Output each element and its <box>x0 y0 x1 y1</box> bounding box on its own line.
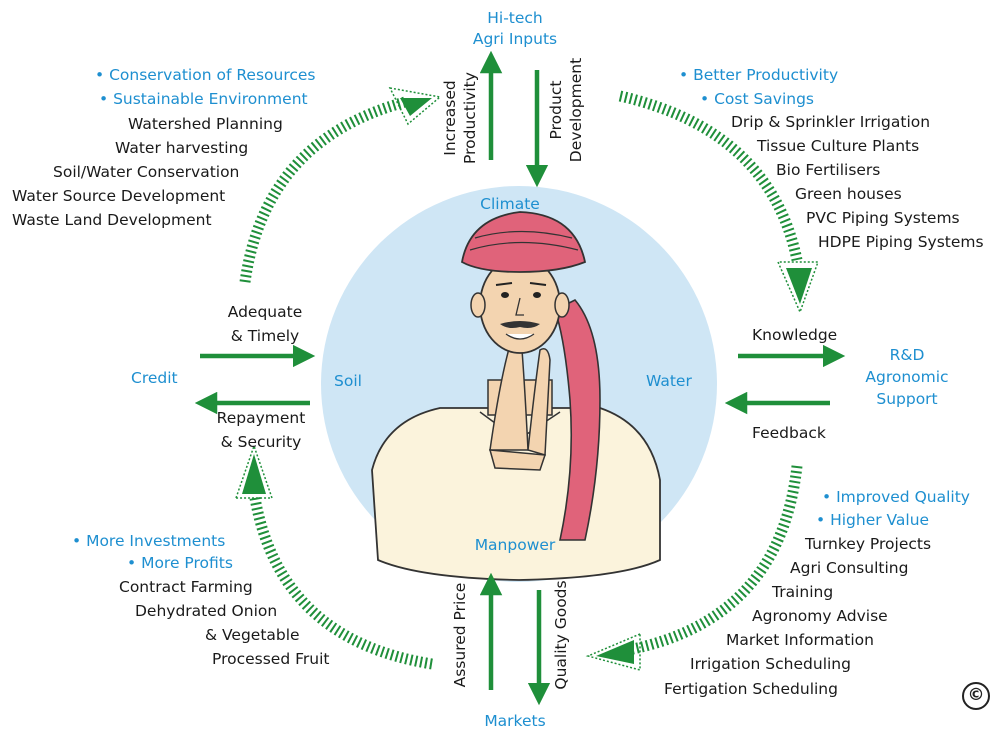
bottom-right-benefit: • Improved Quality <box>822 488 970 506</box>
assured-price-label: Assured Price <box>451 582 469 688</box>
top-right-item: HDPE Piping Systems <box>818 233 984 251</box>
top-right-benefit: • Cost Savings <box>700 90 815 108</box>
bottom-right-item: Training <box>772 583 834 601</box>
hi-tech-agri-inputs-node: Hi-tech Agri Inputs <box>430 6 600 51</box>
top-right-item: Bio Fertilisers <box>776 161 881 179</box>
label-line: Product <box>547 80 565 140</box>
top-left-benefit: • Sustainable Environment <box>99 90 308 108</box>
feedback-label: Feedback <box>752 424 826 442</box>
bottom-right-item: Turnkey Projects <box>805 535 932 553</box>
bottom-left-item: Dehydrated Onion <box>135 602 278 620</box>
curved-arrow-bottom-left <box>234 443 433 670</box>
label-line: Repayment <box>216 409 306 427</box>
bottom-right-item: Irrigation Scheduling <box>690 655 851 673</box>
label-line: Development <box>567 57 585 163</box>
increased-productivity-label: Increased Productivity <box>440 58 484 178</box>
top-left-benefit: • Conservation of Resources <box>95 66 316 84</box>
node-line: Support <box>876 390 938 408</box>
soil-label: Soil <box>334 372 362 390</box>
repayment-security-label: Repayment & Security <box>196 406 326 454</box>
label-line: Increased <box>441 80 459 156</box>
top-left-item: Water harvesting <box>115 139 249 157</box>
bottom-left-item: Contract Farming <box>119 578 253 596</box>
top-right-benefit: • Better Productivity <box>679 66 839 84</box>
adequate-timely-label: Adequate & Timely <box>200 300 330 348</box>
top-left-item: Waste Land Development <box>12 211 212 229</box>
bottom-right-benefit: • Higher Value <box>816 511 930 529</box>
manpower-label: Manpower <box>474 536 556 554</box>
curved-arrow-bottom-right <box>585 465 803 671</box>
curved-arrow-top-left <box>239 86 442 283</box>
node-line: Agri Inputs <box>472 30 558 48</box>
farmer-illustration <box>371 211 661 581</box>
bottom-right-item: Agronomy Advise <box>752 607 888 625</box>
label-line: & Timely <box>230 327 300 345</box>
top-left-item: Watershed Planning <box>128 115 283 133</box>
label-line: Productivity <box>461 72 479 164</box>
node-line: Hi-tech <box>487 9 543 27</box>
bottom-left-item: & Vegetable <box>205 626 300 644</box>
bottom-right-item: Market Information <box>726 631 874 649</box>
rd-agronomic-support-node: R&D Agronomic Support <box>842 344 972 410</box>
top-right-item: Drip & Sprinkler Irrigation <box>731 113 931 131</box>
bottom-left-benefit: • More Profits <box>127 554 233 572</box>
climate-label: Climate <box>480 195 540 213</box>
bottom-left-item: Processed Fruit <box>212 650 330 668</box>
node-line: Agronomic <box>865 368 949 386</box>
label-line: Adequate <box>227 303 303 321</box>
curved-arrow-top-right <box>618 90 820 315</box>
water-label: Water <box>646 372 692 390</box>
node-line: R&D <box>889 346 925 364</box>
knowledge-label: Knowledge <box>752 326 838 344</box>
top-left-item: Water Source Development <box>12 187 226 205</box>
bottom-left-benefit: • More Investments <box>72 532 226 550</box>
credit-node: Credit <box>131 369 178 387</box>
product-development-label: Product Development <box>546 50 590 170</box>
top-right-item: Tissue Culture Plants <box>757 137 920 155</box>
bottom-right-item: Agri Consulting <box>790 559 909 577</box>
markets-node: Markets <box>484 712 546 730</box>
label-line: & Security <box>220 433 302 451</box>
bottom-right-item: Fertigation Scheduling <box>664 680 838 698</box>
copyright-icon: © <box>962 682 990 710</box>
top-right-item: PVC Piping Systems <box>806 209 960 227</box>
top-left-item: Soil/Water Conservation <box>53 163 240 181</box>
quality-goods-label: Quality Goods <box>552 580 570 690</box>
top-right-item: Green houses <box>795 185 902 203</box>
